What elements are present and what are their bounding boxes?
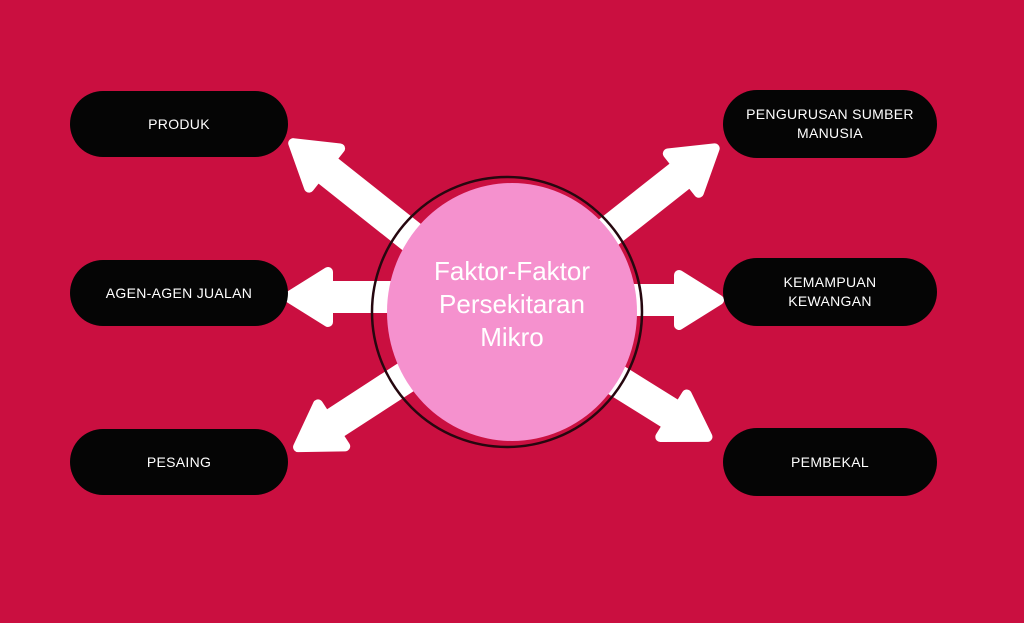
center-title-line-1: Faktor-Faktor xyxy=(433,256,591,286)
node-pengurusan-sumber-manusia-label: PENGURUSAN SUMBER MANUSIA xyxy=(746,106,914,141)
center-circle-ring xyxy=(370,175,644,449)
node-produk: PRODUK xyxy=(70,91,288,157)
node-produk-label: PRODUK xyxy=(148,115,210,132)
center-title: Faktor-Faktor Persekitaran Mikro xyxy=(362,255,662,354)
node-kemampuan-kewangan: KEMAMPUAN KEWANGAN xyxy=(723,258,937,326)
node-agen-agen-jualan: AGEN-AGEN JUALAN xyxy=(70,260,288,326)
node-pesaing-label: PESAING xyxy=(146,453,212,470)
node-pembekal: PEMBEKAL xyxy=(723,428,937,496)
node-pengurusan-sumber-manusia: PENGURUSAN SUMBER MANUSIA xyxy=(723,90,937,158)
node-agen-agen-jualan-label: AGEN-AGEN JUALAN xyxy=(105,284,253,301)
center-circle xyxy=(387,183,637,441)
arrow-to-agen-agen-jualan xyxy=(283,267,405,327)
center-title-line-3: Mikro xyxy=(480,322,544,352)
node-pembekal-label: PEMBEKAL xyxy=(791,453,869,470)
center-title-line-2: Persekitaran xyxy=(439,289,585,319)
node-kemampuan-kewangan-label: KEMAMPUAN KEWANGAN xyxy=(783,274,877,309)
node-pesaing: PESAING xyxy=(70,429,288,495)
